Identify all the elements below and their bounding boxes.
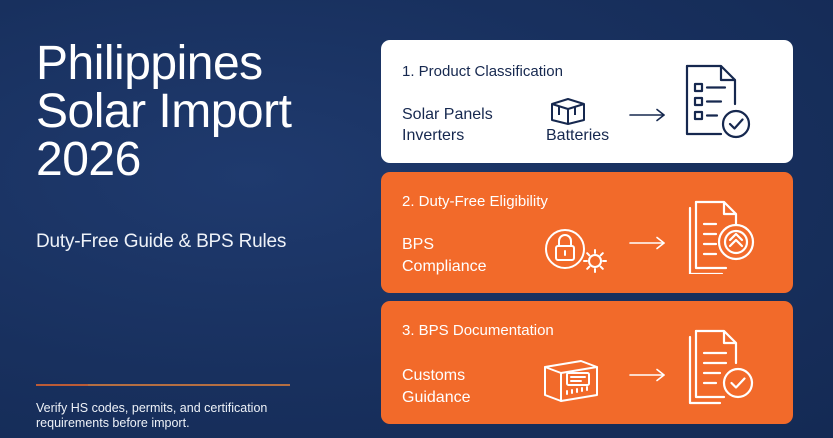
arrow-right-icon bbox=[629, 368, 665, 382]
footer-divider bbox=[36, 384, 290, 386]
card-bps-documentation: 3. BPS Documentation Customs Guidance bbox=[381, 301, 793, 424]
card-item-guidance: Guidance bbox=[402, 389, 471, 406]
divider-accent bbox=[36, 384, 88, 386]
card-item-bps: BPS bbox=[402, 236, 435, 253]
card-item-inverters: Inverters bbox=[402, 127, 465, 144]
title-line-2: Solar Import bbox=[36, 85, 292, 138]
card-item-compliance: Compliance bbox=[402, 258, 487, 275]
card-title: 2. Duty-Free Eligibility bbox=[402, 193, 548, 210]
arrow-right-icon bbox=[629, 108, 665, 122]
card-item-solar-panels: Solar Panels bbox=[402, 106, 493, 123]
card-item-batteries: Batteries bbox=[546, 127, 610, 144]
arrow-right-icon bbox=[629, 236, 665, 250]
approved-document-icon bbox=[688, 329, 754, 405]
card-duty-free-eligibility: 2. Duty-Free Eligibility BPS Compliance bbox=[381, 172, 793, 293]
lock-gear-icon bbox=[545, 229, 607, 273]
card-item-customs: Customs bbox=[402, 367, 466, 384]
hero-section: Philippines Solar Import 2026 Duty-Free … bbox=[36, 0, 356, 438]
page-title: Philippines Solar Import 2026 bbox=[36, 37, 292, 186]
card-title: 1. Product Classification bbox=[402, 63, 563, 80]
title-line-3: 2026 bbox=[36, 133, 141, 186]
page-subtitle: Duty-Free Guide & BPS Rules bbox=[36, 231, 287, 252]
footnote: Verify HS codes, permits, and certificat… bbox=[36, 401, 268, 430]
title-line-1: Philippines bbox=[36, 37, 263, 90]
card-product-classification: 1. Product Classification Solar Panels I… bbox=[381, 40, 793, 163]
box-icon bbox=[551, 98, 585, 125]
shipping-crate-icon bbox=[544, 360, 598, 402]
certificate-seal-document-icon bbox=[688, 200, 755, 274]
card-title: 3. BPS Documentation bbox=[402, 322, 554, 339]
checklist-document-icon bbox=[685, 64, 751, 139]
